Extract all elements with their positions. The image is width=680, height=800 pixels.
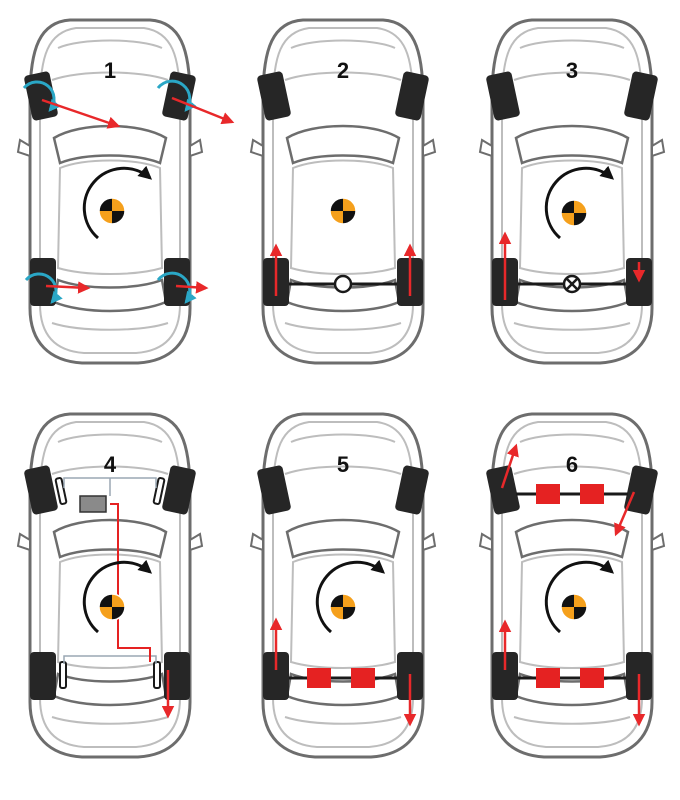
tire-rear-right <box>164 652 190 700</box>
panel-3: 3 <box>478 18 666 365</box>
force-arrow-icon <box>269 617 417 727</box>
tire-rear-left <box>30 652 56 700</box>
panel-5: 5 <box>249 412 437 759</box>
tire-front-left <box>486 465 520 515</box>
panel-label: 1 <box>104 58 116 83</box>
center-of-gravity-icon <box>560 593 588 621</box>
tire-front-left <box>24 465 58 515</box>
panel-label: 4 <box>104 452 117 477</box>
panel-label: 6 <box>566 452 578 477</box>
torque-vectoring-unit-icon <box>536 484 604 688</box>
brake-control-module-icon <box>79 495 107 513</box>
tire-front-right <box>395 71 429 121</box>
force-arrow-icon <box>41 96 235 294</box>
panel-label: 2 <box>337 58 349 83</box>
tire-rear-right <box>164 258 190 306</box>
tire-front-left <box>486 71 520 121</box>
force-arrow-icon <box>498 443 646 727</box>
tire-front-left <box>257 71 291 121</box>
active-brake-line <box>110 503 151 662</box>
force-arrow-icon <box>498 231 646 300</box>
center-of-gravity-icon <box>98 593 126 621</box>
yaw-rotation-arrow-icon <box>315 559 386 634</box>
panel-6: 6 <box>478 412 666 759</box>
panel-2: 2 <box>249 18 437 365</box>
tire-rear-left <box>492 652 518 700</box>
force-arrow-icon <box>269 243 417 296</box>
brake-lines <box>63 477 157 664</box>
tire-front-right <box>162 465 196 515</box>
center-of-gravity-icon <box>560 199 588 227</box>
locked-differential-icon <box>562 274 582 294</box>
tire-front-right <box>395 465 429 515</box>
tire-front-right <box>624 465 658 515</box>
panel-4: 4 <box>16 412 204 759</box>
center-of-gravity-icon <box>98 197 126 225</box>
panel-label: 5 <box>337 452 349 477</box>
brake-caliper-icon <box>54 477 166 689</box>
yaw-rotation-arrow-icon <box>82 165 153 240</box>
yaw-rotation-arrow-icon <box>544 559 615 634</box>
open-differential-icon <box>333 274 353 294</box>
tire-rear-left <box>30 258 56 306</box>
tire-front-left <box>257 465 291 515</box>
yaw-rotation-arrow-icon <box>82 559 153 634</box>
torque-vectoring-unit-icon <box>307 668 375 688</box>
panel-label: 3 <box>566 58 578 83</box>
panel-1: 1 <box>16 18 235 365</box>
yaw-rotation-arrow-icon <box>544 165 615 240</box>
center-of-gravity-icon <box>329 593 357 621</box>
center-of-gravity-icon <box>329 197 357 225</box>
tire-rear-left <box>263 652 289 700</box>
tire-front-right <box>624 71 658 121</box>
